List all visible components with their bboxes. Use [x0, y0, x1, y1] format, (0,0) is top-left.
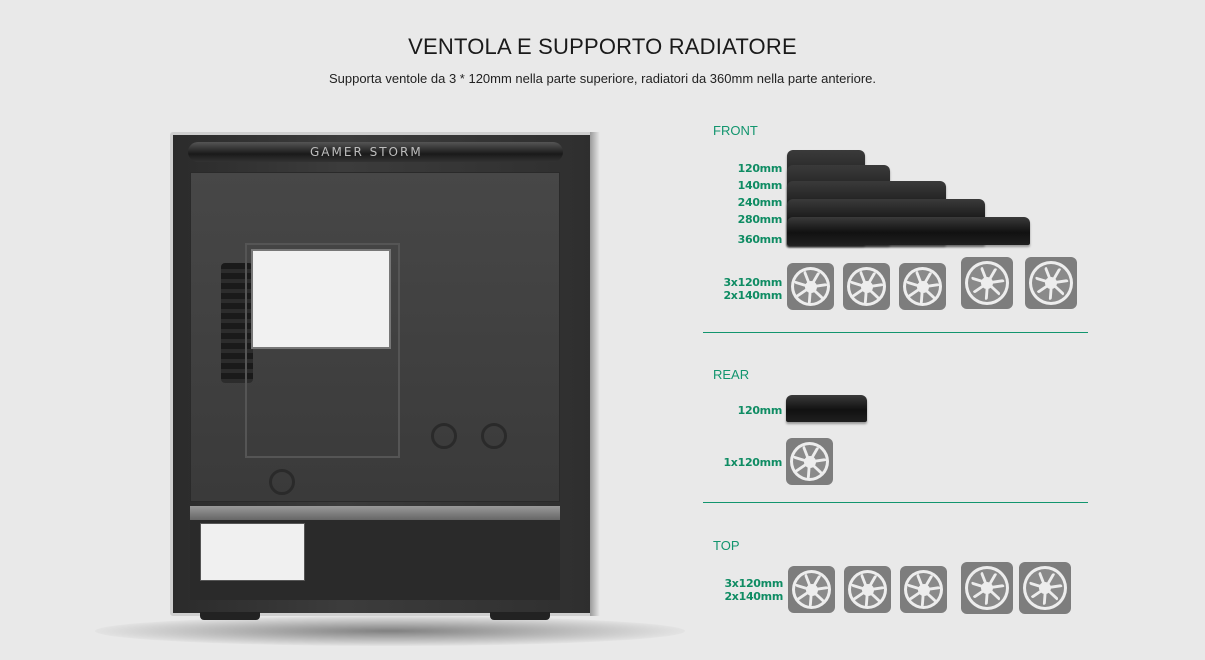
fan-hub: [1045, 277, 1057, 289]
fan-120-icon: [843, 263, 890, 310]
psu-shroud: [190, 506, 560, 520]
front-fan-icon: [221, 263, 253, 383]
fan-hub: [804, 280, 817, 293]
fan-120-icon: [787, 263, 834, 310]
grommet-icon: [431, 423, 457, 449]
fan-hub: [803, 455, 816, 468]
fan-hub: [917, 583, 930, 596]
fan-120-icon: [900, 566, 947, 613]
fan-hub: [805, 583, 818, 596]
fan-140-icon: [961, 562, 1013, 614]
case-logo: GAMER STORM: [310, 145, 423, 159]
case-top-bar: [188, 142, 563, 162]
radiator-size-label: 280mm: [737, 213, 783, 226]
case-foot: [200, 612, 260, 620]
radiator-360-icon: [787, 217, 1030, 245]
fan-140-icon: [1019, 562, 1071, 614]
fan-hub: [860, 280, 873, 293]
fan-120-icon: [899, 263, 946, 310]
fan-hub: [916, 280, 929, 293]
cpu-cutout: [251, 249, 391, 349]
section-label-front: FRONT: [713, 123, 758, 138]
page-title: VENTOLA E SUPPORTO RADIATORE: [408, 34, 797, 59]
radiator-size-label: 240mm: [737, 196, 783, 209]
radiator-size-label: 120mm: [737, 162, 783, 175]
fan-count-label: 3x120mm: [723, 276, 782, 289]
radiator-size-label: 120mm: [737, 404, 783, 417]
radiator-120-icon: [786, 395, 867, 422]
page-subtitle: Supporta ventole da 3 * 120mm nella part…: [328, 71, 877, 86]
glass-panel-edge: [590, 132, 600, 616]
case-shadow: [95, 616, 685, 646]
fan-count-label: 1x120mm: [723, 456, 782, 469]
fan-count-label: 2x140mm: [724, 590, 783, 603]
fan-hub: [981, 277, 993, 289]
fan-120-icon: [786, 438, 833, 485]
fan-hub: [981, 582, 993, 594]
fan-140-icon: [961, 257, 1013, 309]
grommet-icon: [481, 423, 507, 449]
radiator-size-label: 140mm: [737, 179, 783, 192]
fan-hub: [861, 583, 874, 596]
fan-120-icon: [788, 566, 835, 613]
section-divider: [703, 502, 1088, 503]
motherboard-tray: [245, 243, 400, 458]
case-foot: [490, 612, 550, 620]
fan-count-label: 2x140mm: [723, 289, 782, 302]
section-label-top: TOP: [713, 538, 740, 553]
psu-window: [200, 523, 305, 581]
fan-120-icon: [844, 566, 891, 613]
case-interior: [190, 172, 560, 502]
radiator-size-label: 360mm: [737, 233, 783, 246]
fan-140-icon: [1025, 257, 1077, 309]
grommet-icon: [269, 469, 295, 495]
fan-hub: [1039, 582, 1051, 594]
pc-case: GAMER STORM: [170, 128, 600, 620]
fan-count-label: 3x120mm: [724, 577, 783, 590]
section-divider: [703, 332, 1088, 333]
section-label-rear: REAR: [713, 367, 750, 382]
case-illustration: GAMER STORM: [95, 128, 685, 648]
